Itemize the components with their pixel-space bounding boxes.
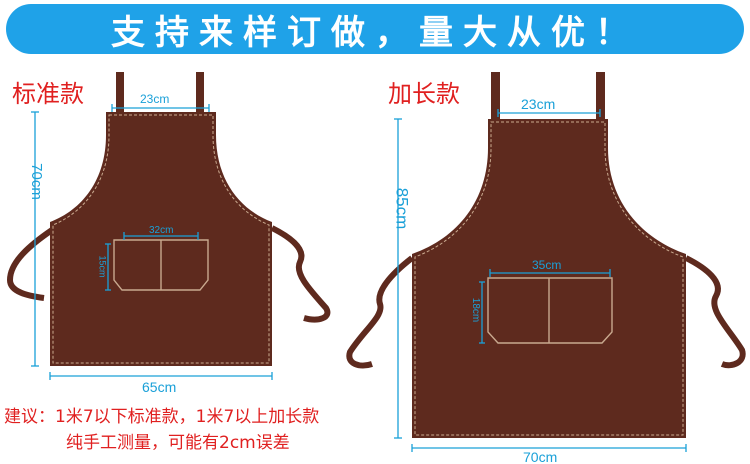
long-pocket-height-label: 18cm bbox=[470, 297, 482, 323]
standard-pocket bbox=[113, 239, 209, 291]
standard-apron-body bbox=[50, 112, 272, 366]
standard-title: 标准款 bbox=[12, 80, 84, 108]
long-length-label: 85cm bbox=[392, 187, 412, 230]
standard-apron bbox=[6, 72, 331, 380]
standard-waist-tie-left bbox=[6, 227, 54, 301]
standard-neck-width-label: 23cm bbox=[140, 92, 170, 106]
standard-pocket-height-label: 15cm bbox=[97, 255, 108, 278]
long-apron-stitch bbox=[414, 121, 684, 436]
standard-waist-tie-right bbox=[270, 225, 331, 323]
long-neck-strap-left bbox=[491, 72, 500, 122]
long-pocket-width-label: 35cm bbox=[532, 258, 562, 272]
long-title: 加长款 bbox=[388, 80, 460, 108]
standard-neck-strap-left bbox=[116, 72, 124, 116]
long-neck-strap-right bbox=[596, 72, 605, 122]
standard-bottom-width-label: 65cm bbox=[142, 379, 177, 395]
promo-banner: 支持来样订做，量大从优！ bbox=[6, 4, 744, 54]
standard-pocket-width-label: 32cm bbox=[149, 225, 174, 236]
long-pocket bbox=[487, 277, 613, 344]
long-waist-tie-left bbox=[346, 255, 414, 369]
long-neck-width-label: 23cm bbox=[521, 96, 556, 112]
standard-apron-stitch bbox=[52, 114, 270, 364]
banner-text: 支持来样订做，量大从优！ bbox=[111, 12, 639, 53]
size-advice-note: 建议：1米7以下标准款，1米7以上加长款 bbox=[4, 407, 320, 427]
measurement-error-note: 纯手工测量，可能有2cm误差 bbox=[66, 433, 290, 453]
long-apron bbox=[346, 72, 746, 452]
standard-length-label: 70cm bbox=[27, 163, 45, 200]
standard-neck-strap-right bbox=[196, 72, 204, 116]
long-waist-tie-right bbox=[684, 255, 746, 369]
long-bottom-width-label: 70cm bbox=[523, 449, 558, 464]
